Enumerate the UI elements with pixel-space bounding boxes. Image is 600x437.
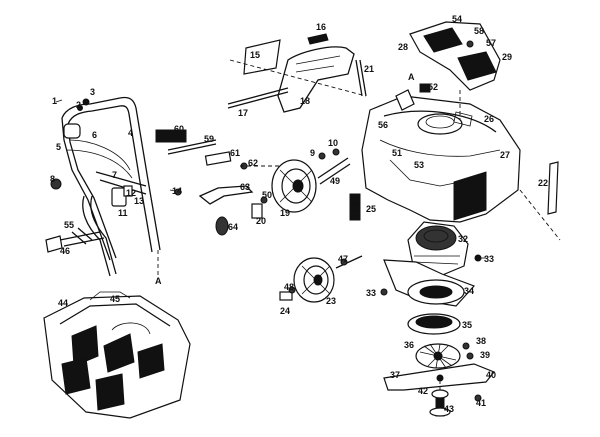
callout-53: 53 [414,160,424,170]
callout-11: 11 [118,208,128,218]
callout-1: 1 [52,96,57,106]
callout-7: 7 [112,170,117,180]
callout-24: 24 [280,306,290,316]
fan-assembly [407,313,474,369]
callout-9: 9 [310,148,315,158]
callout-32: 32 [458,234,468,244]
callout-59: 59 [204,134,214,144]
callout-34: 34 [464,286,474,296]
callout-63: 63 [240,182,250,192]
callout-36: 36 [404,340,414,350]
callout-60: 60 [174,124,184,134]
callout-40: 40 [486,370,496,380]
callout-38: 38 [476,336,486,346]
callout-10: 10 [328,138,338,148]
rear-wheel [271,148,351,213]
callout-8: 8 [50,174,55,184]
callout-39: 39 [480,350,490,360]
callout-61: 61 [230,148,240,158]
handle-assembly [45,96,182,278]
callout-48: 48 [284,282,294,292]
callout-33-right: 33 [484,254,494,264]
callout-33-left: 33 [366,288,376,298]
rear-deflector [227,33,367,113]
callout-23: 23 [326,296,336,306]
callout-50: 50 [262,190,272,200]
callout-A-bottom: A [155,276,162,286]
callout-15: 15 [250,50,260,60]
side-parts [349,161,559,221]
callout-58: 58 [474,26,484,36]
motor [407,221,486,277]
callout-19: 19 [280,208,290,218]
callout-45: 45 [110,294,120,304]
callout-26: 26 [484,114,494,124]
callout-55: 55 [64,220,74,230]
callout-5: 5 [56,142,61,152]
callout-4: 4 [128,128,133,138]
grass-box [43,291,191,419]
callout-49: 49 [330,176,340,186]
callout-29: 29 [502,52,512,62]
callout-28: 28 [398,42,408,52]
callout-46: 46 [60,246,70,256]
grass-bag-lid [409,21,501,120]
motor-mount [380,259,476,307]
callout-52: 52 [428,82,438,92]
callout-13: 13 [134,196,144,206]
callout-37: 37 [390,370,400,380]
callout-54: 54 [452,14,462,24]
callout-25: 25 [366,204,376,214]
callout-22: 22 [538,178,548,188]
callout-16: 16 [316,22,326,32]
blade [383,363,495,417]
callout-2: 2 [76,100,81,110]
small-parts-group [155,129,290,236]
callout-35: 35 [462,320,472,330]
callout-A-top: A [408,72,415,82]
callout-42: 42 [418,386,428,396]
callout-27: 27 [500,150,510,160]
callout-12: 12 [126,188,136,198]
callout-41: 41 [476,398,486,408]
callout-18: 18 [300,96,310,106]
front-wheel [279,255,363,303]
callout-6: 6 [92,130,97,140]
callout-62: 62 [248,158,258,168]
callout-labels: 1 2 3 4 5 6 8 7 11 12 13 14 55 46 60 59 … [50,14,548,414]
callout-56: 56 [378,120,388,130]
callout-21: 21 [364,64,374,74]
callout-64: 64 [228,222,238,232]
mower-deck [361,83,561,241]
callout-3: 3 [90,87,95,97]
callout-44: 44 [58,298,68,308]
callout-57: 57 [486,38,496,48]
callout-17: 17 [238,108,248,118]
callout-43: 43 [444,404,454,414]
callout-20: 20 [256,216,266,226]
callout-47: 47 [338,254,348,264]
callout-14: 14 [172,186,182,196]
callout-51: 51 [392,148,402,158]
